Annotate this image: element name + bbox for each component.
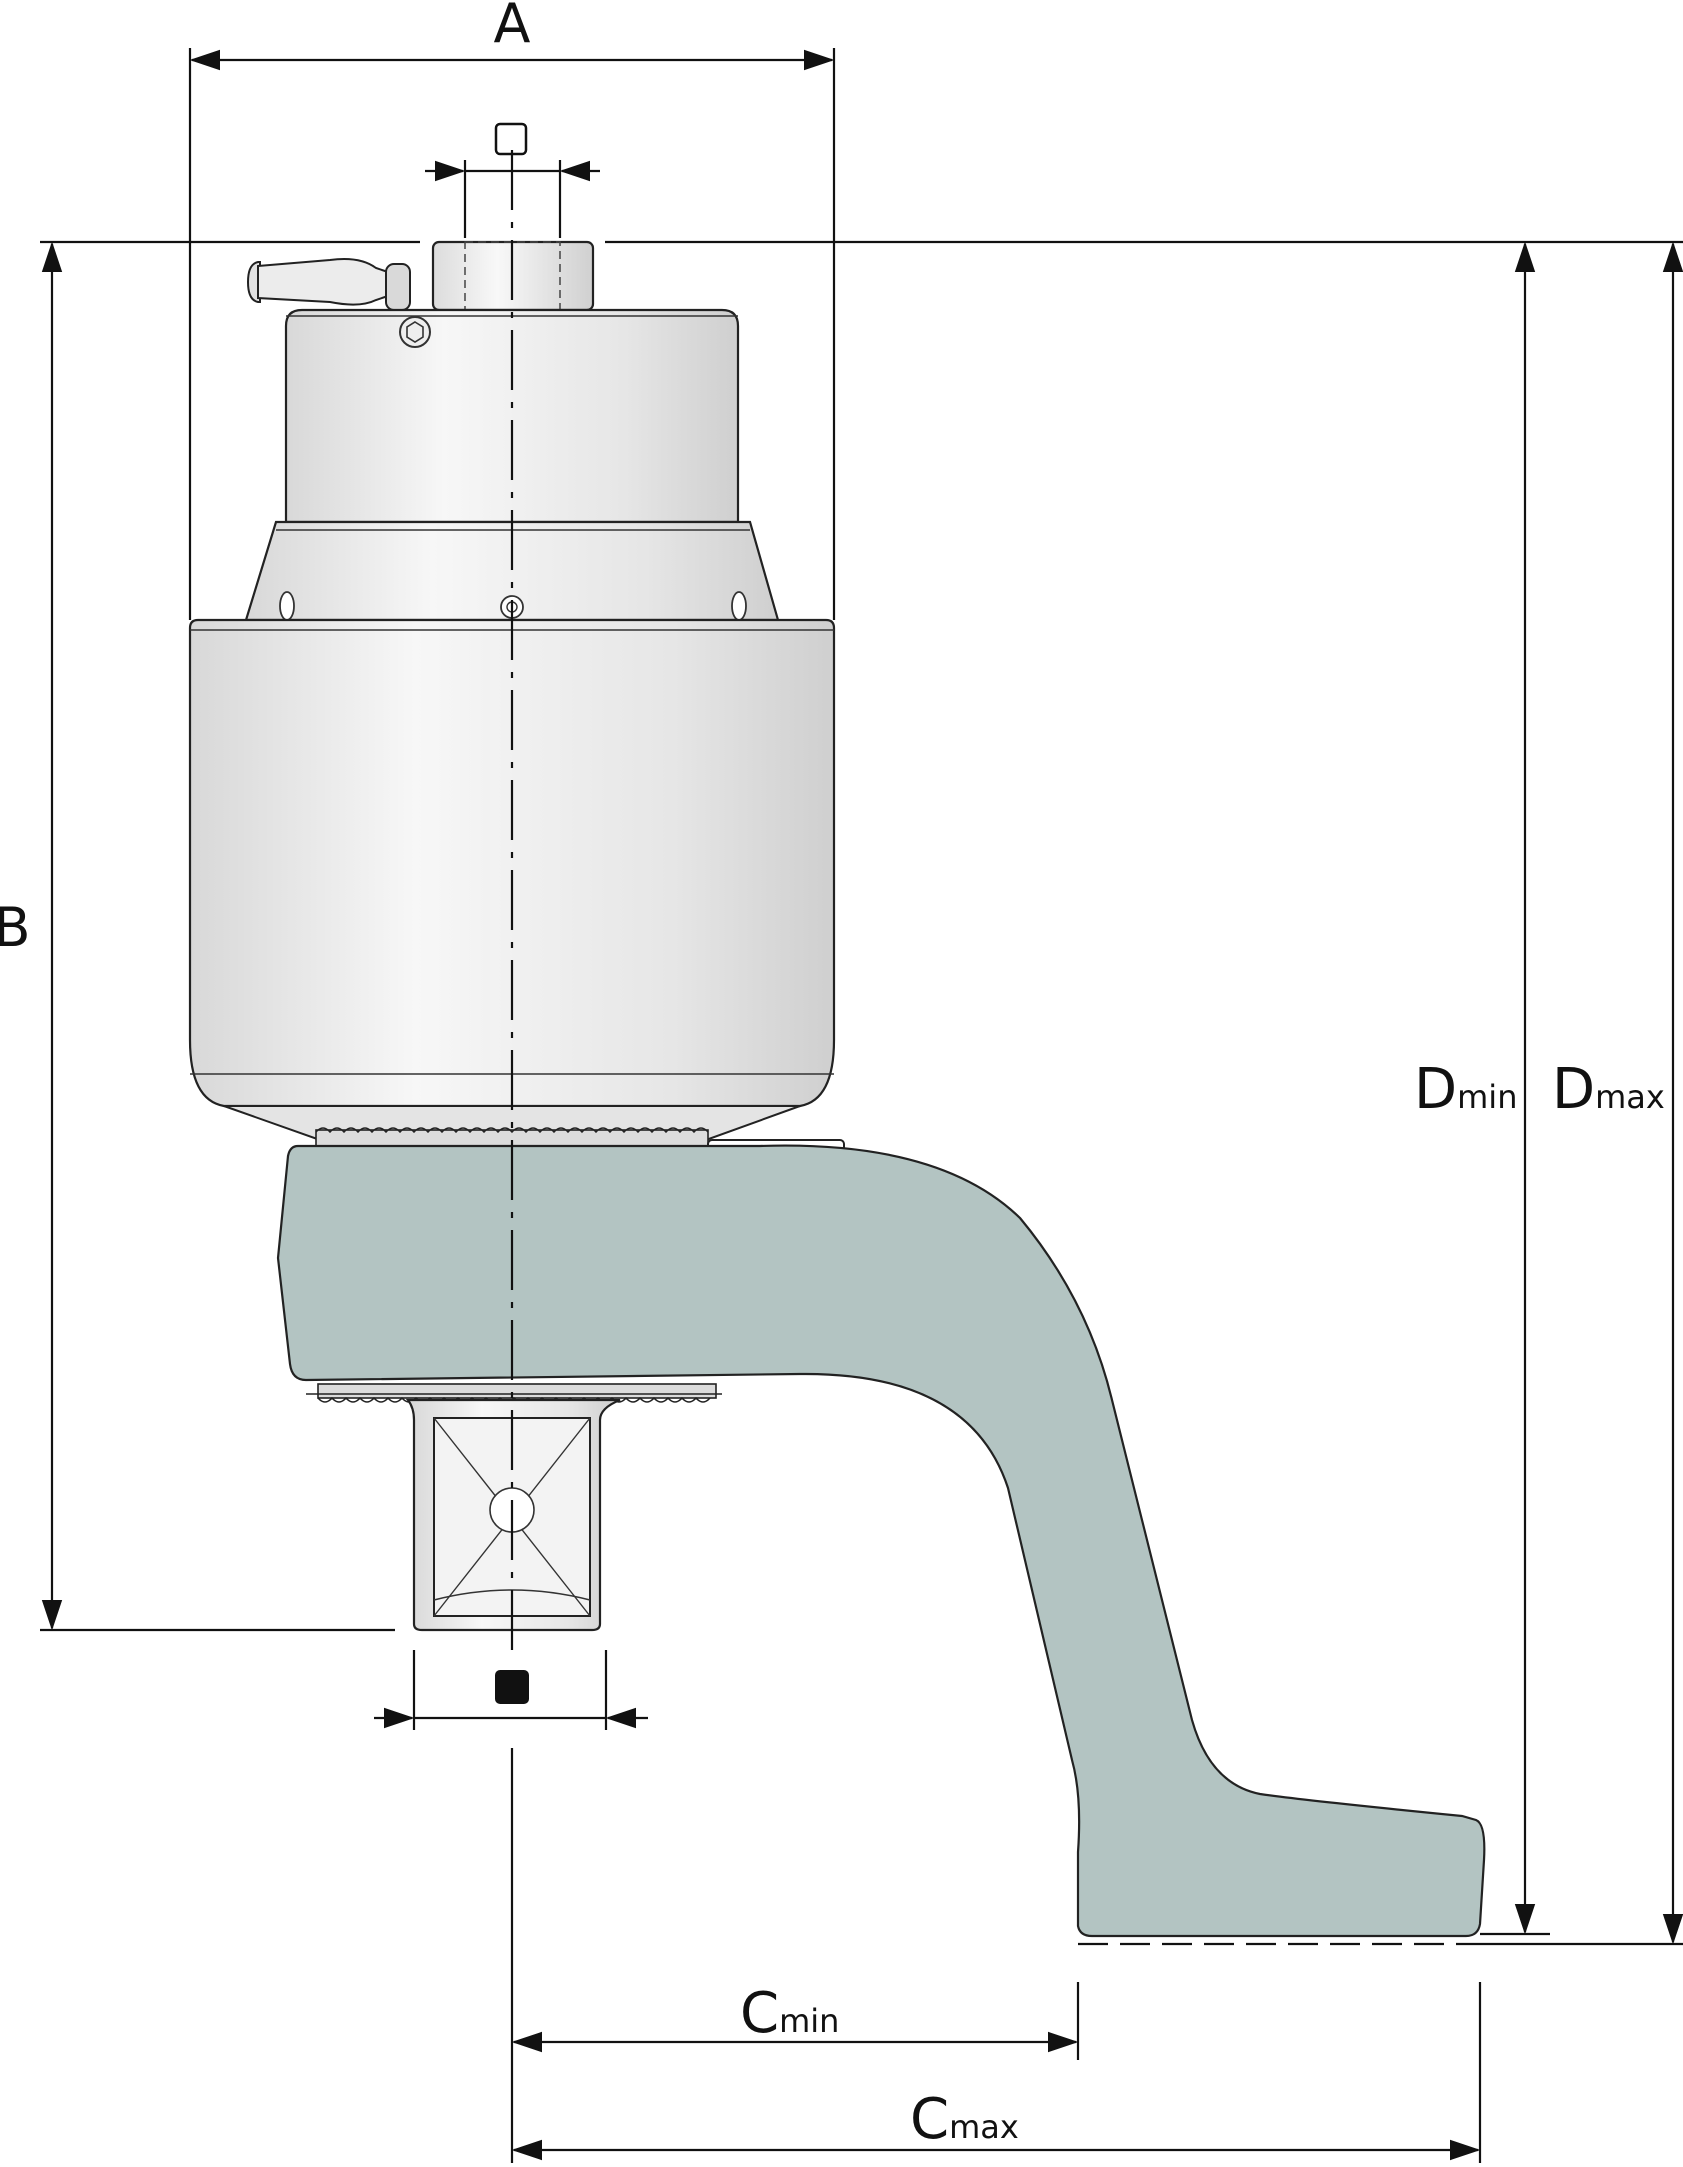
dimension-d-max: Dmax bbox=[1552, 241, 1683, 1945]
dimension-c-max: Cmax bbox=[511, 1982, 1482, 2163]
label-d-min-sub: min bbox=[1457, 1078, 1517, 1116]
dimension-d-min: Dmin bbox=[1414, 241, 1536, 1935]
label-c-max: Cmax bbox=[910, 2087, 1019, 2152]
label-c-min-main: C bbox=[740, 1981, 779, 2046]
label-c-min: Cmin bbox=[740, 1981, 839, 2046]
dimension-a: A bbox=[188, 0, 836, 620]
arm-body bbox=[276, 1144, 1486, 1938]
reaction-arm bbox=[276, 1144, 1486, 1938]
square-drive-icon-outline bbox=[494, 122, 528, 156]
output-square-drive-dimension bbox=[374, 1650, 648, 1730]
label-d-min: Dmin bbox=[1414, 1057, 1517, 1122]
square-drive-icon-filled bbox=[495, 1670, 529, 1704]
output-square-drive bbox=[405, 1398, 621, 1632]
label-a: A bbox=[494, 0, 531, 55]
dimension-b: B bbox=[0, 241, 395, 1632]
hex-screw-icon bbox=[399, 316, 431, 348]
label-d-min-main: D bbox=[1414, 1057, 1457, 1122]
label-d-max-sub: max bbox=[1595, 1078, 1665, 1116]
dimension-c-min: Cmin bbox=[511, 1981, 1080, 2060]
label-c-max-sub: max bbox=[949, 2108, 1019, 2146]
label-b: B bbox=[0, 896, 31, 959]
label-c-max-main: C bbox=[910, 2087, 949, 2152]
label-d-max: Dmax bbox=[1552, 1057, 1665, 1122]
handle-lever bbox=[246, 258, 411, 311]
label-d-max-main: D bbox=[1552, 1057, 1595, 1122]
upper-cylinder bbox=[284, 308, 740, 524]
label-c-min-sub: min bbox=[779, 2002, 839, 2040]
lower-spline-ring bbox=[306, 1383, 722, 1403]
